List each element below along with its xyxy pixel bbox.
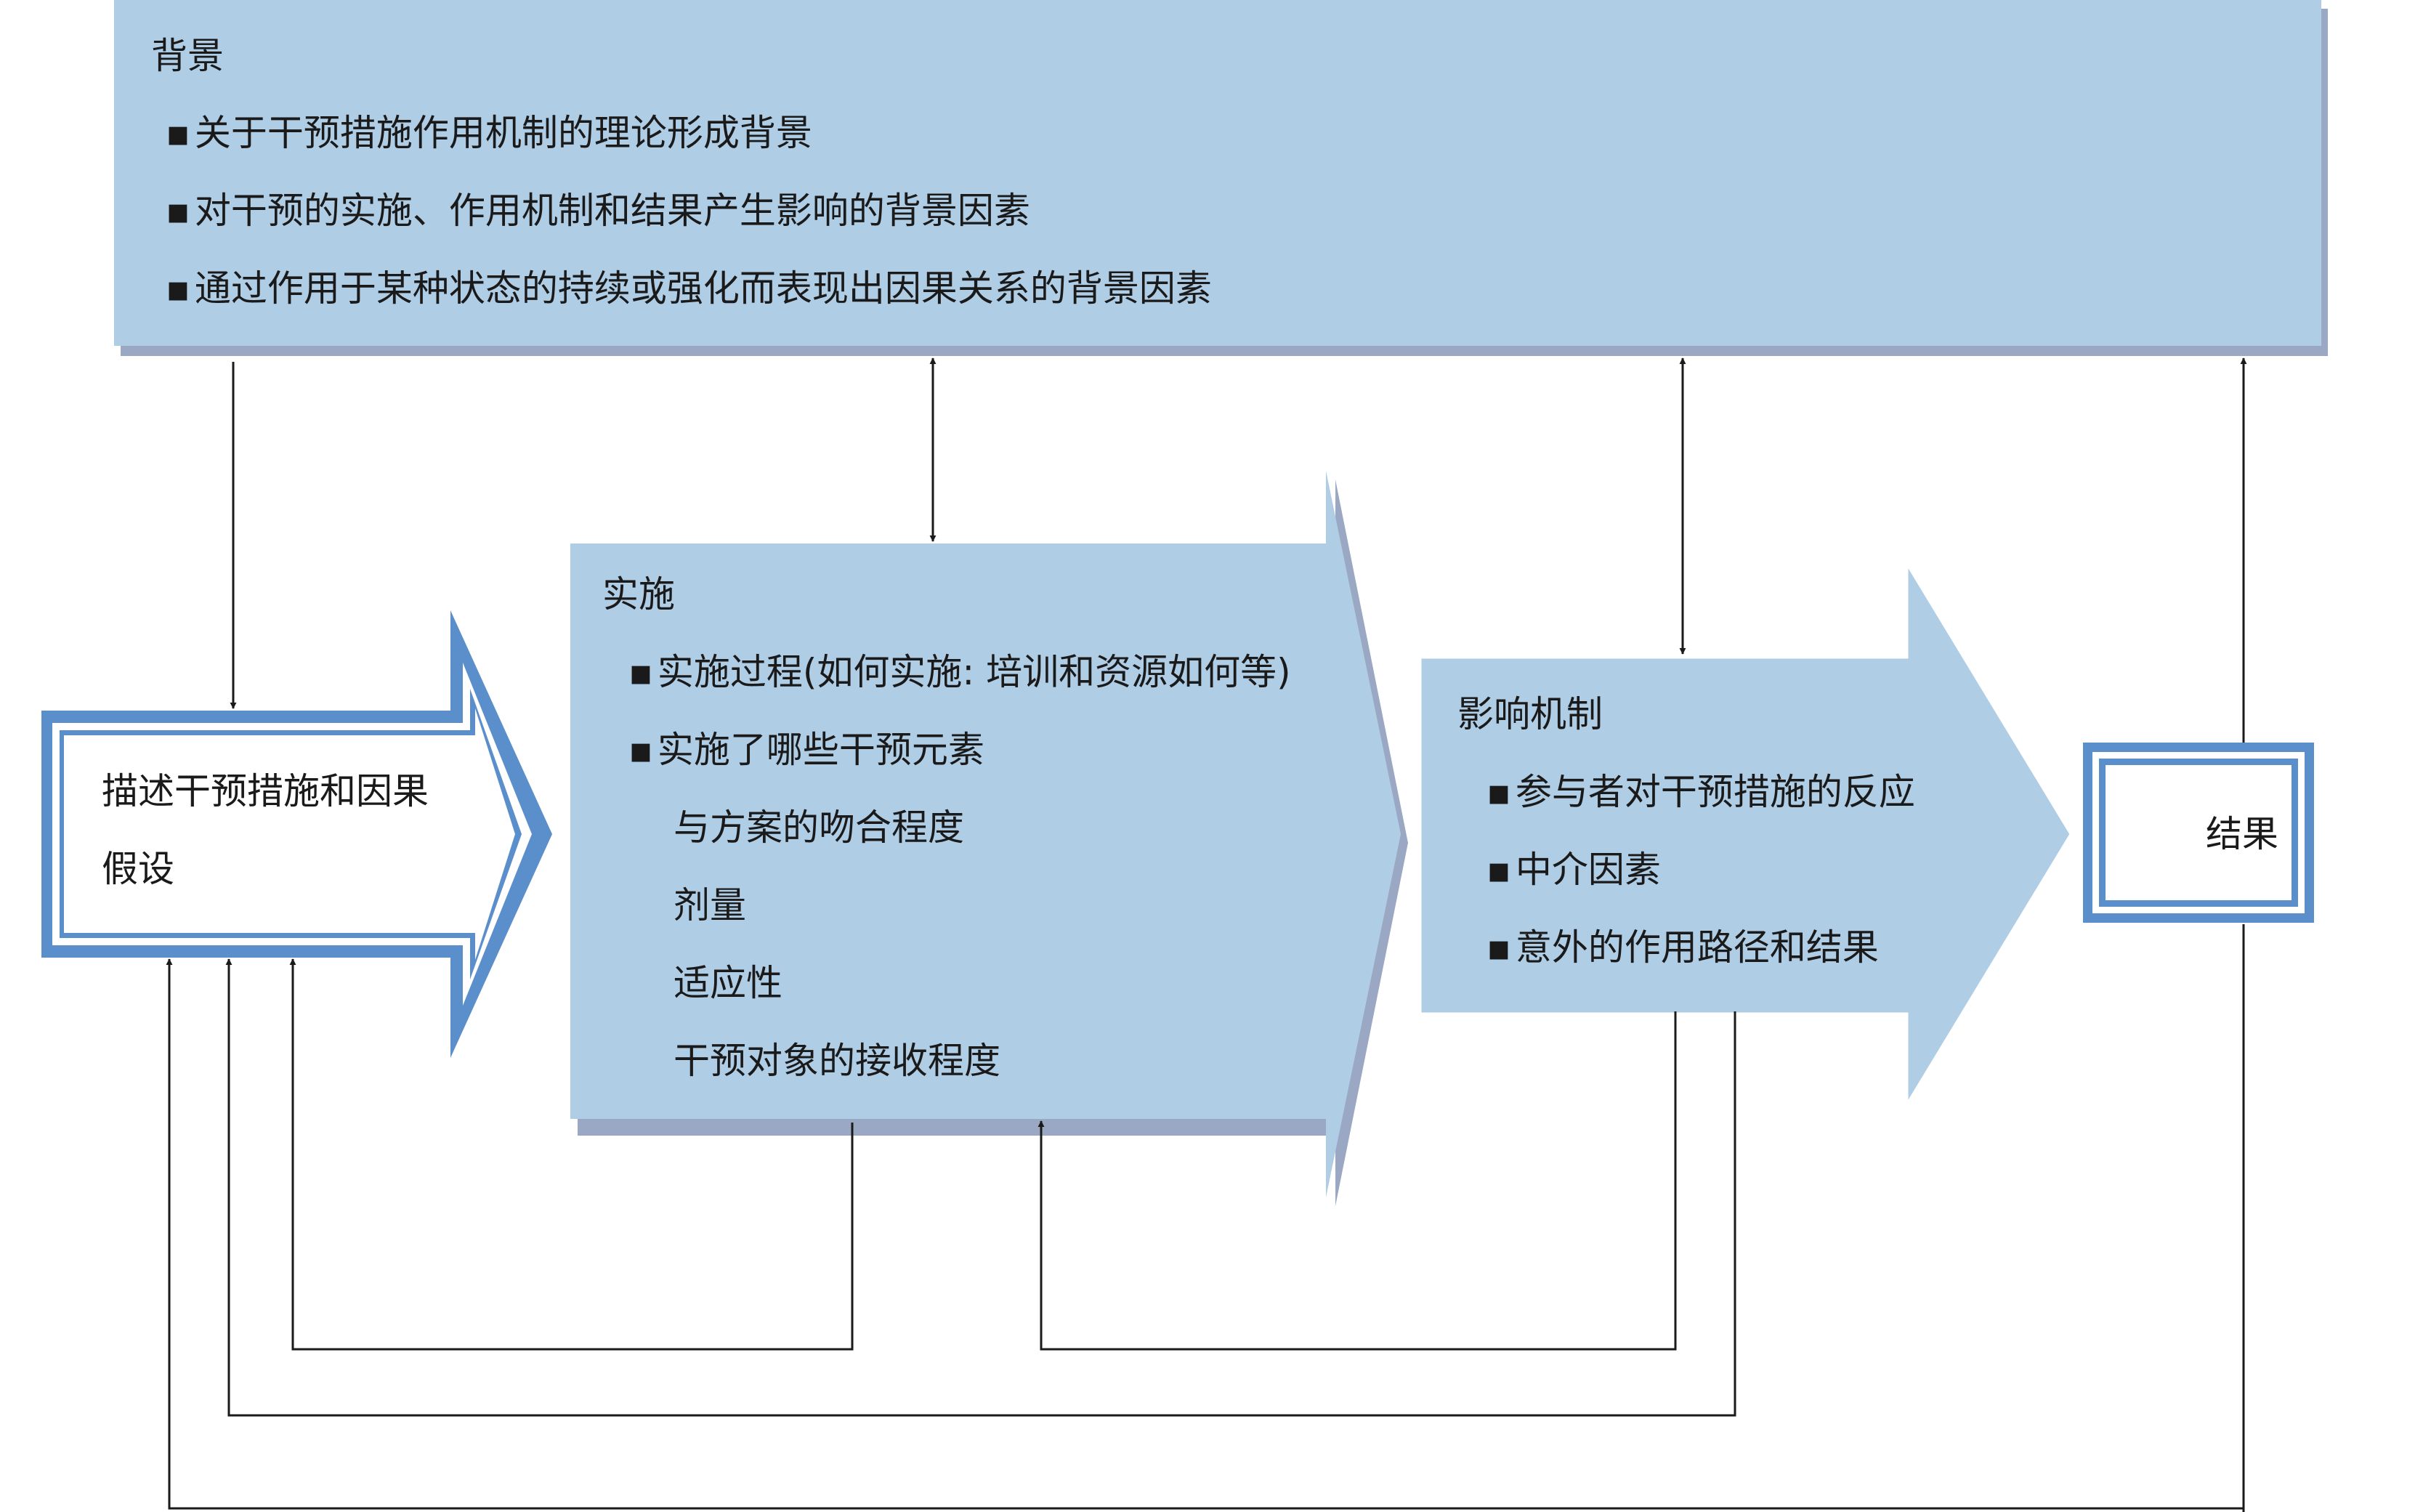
- background-title: 背景: [151, 35, 224, 77]
- mechanism-to-implementation-arrow: [1037, 1011, 1677, 1351]
- implementation-item-2: 实施了哪些干预元素: [628, 732, 984, 768]
- implementation-title: 实施: [602, 573, 675, 615]
- mechanism-item-3: 意外的作用路径和结果: [1486, 929, 1879, 966]
- mechanism-item-2: 中介因素: [1486, 852, 1661, 888]
- implementation-subitem-3: 适应性: [674, 962, 782, 1004]
- outcome-box-body: [2106, 765, 2292, 900]
- implementation-subitem-4: 干预对象的接收程度: [674, 1040, 1000, 1082]
- description-arrow-body: [64, 708, 515, 960]
- background-item-3: 通过作用于某种状态的持续或强化而表现出因果关系的背景因素: [166, 270, 1212, 307]
- implementation-feedback-arrow: [289, 958, 854, 1351]
- mechanism-feedback-arrow: [225, 958, 1736, 1417]
- background-item-1: 关于干预措施作用机制的理论形成背景: [166, 115, 812, 151]
- description-line-1: 描述干预措施和因果: [102, 770, 429, 812]
- outcome-title: 结果: [2206, 813, 2278, 855]
- outcome-loop-line: [166, 924, 2245, 1510]
- mechanism-item-1: 参与者对干预措施的反应: [1486, 774, 1915, 810]
- implementation-subitem-1: 与方案的吻合程度: [674, 806, 964, 849]
- description-line-2: 假设: [102, 848, 174, 890]
- mechanism-title: 影响机制: [1457, 693, 1603, 735]
- implementation-subitem-2: 剂量: [674, 884, 746, 926]
- implementation-item-1: 实施过程(如何实施: 培训和资源如何等): [628, 654, 1291, 690]
- mechanism-arrow: [1419, 560, 2072, 1108]
- background-item-2: 对干预的实施、作用机制和结果产生影响的背景因素: [166, 193, 1030, 229]
